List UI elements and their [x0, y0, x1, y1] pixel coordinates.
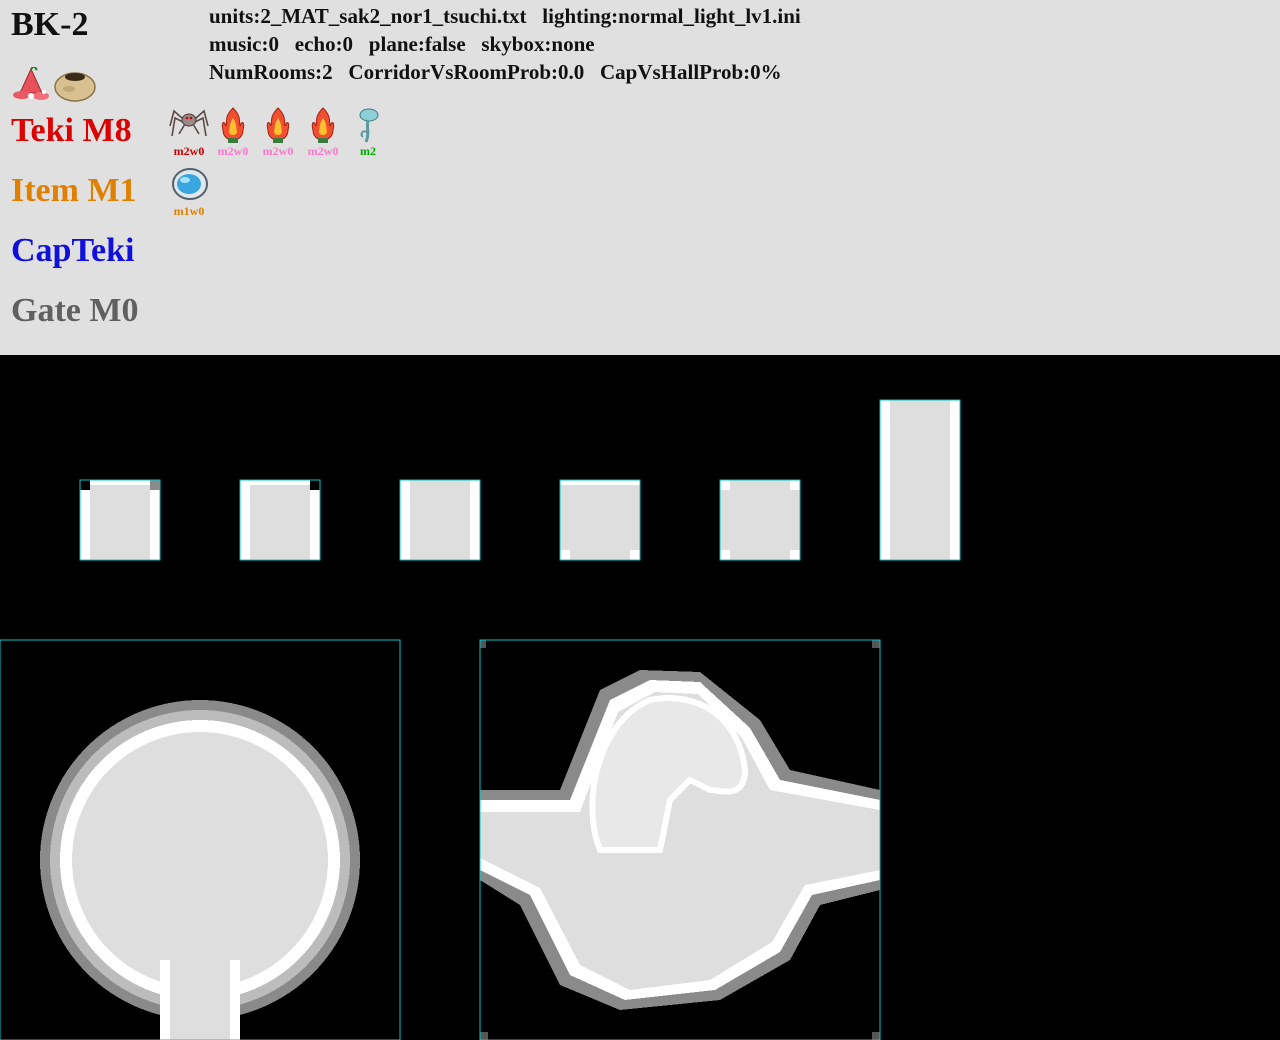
sublevel-title: BK-2 [11, 6, 89, 43]
hall-unit-3 [719, 479, 801, 561]
cave-map-canvas [0, 355, 1280, 1040]
fire-plant-enemy-icon [311, 107, 335, 143]
blue-crystal-egg-icon [172, 168, 208, 200]
category-teki: Teki M8 [11, 112, 132, 149]
teki-entry: m2w0 [258, 106, 298, 157]
cap-unit-1 [79, 479, 161, 561]
room-unit-round [0, 639, 401, 1040]
teki-entry: m2w0 [169, 106, 209, 157]
cap-unit-2 [239, 479, 321, 561]
category-gate: Gate M0 [11, 292, 139, 329]
category-item: Item M1 [11, 172, 137, 209]
spider-enemy-icon [169, 109, 209, 137]
teki-label: m2w0 [173, 144, 205, 158]
teki-entry: m2w0 [303, 106, 343, 157]
fire-plant-enemy-icon [221, 107, 245, 143]
pyramid-flower-treasure-icon [13, 67, 49, 100]
item-entry: m1w0 [169, 166, 209, 217]
teki-label: m2w0 [262, 144, 294, 158]
info-line-music: music:0 echo:0 plane:false skybox:none [209, 32, 595, 56]
hall-unit-1 [399, 479, 481, 561]
teki-entry: m2 [348, 106, 388, 157]
category-capteki: CapTeki [11, 232, 135, 269]
hall-unit-2 [559, 479, 641, 561]
teki-label: m2w0 [307, 144, 339, 158]
mushroom-plant-icon [359, 108, 379, 143]
clay-pot-treasure-icon [54, 72, 96, 102]
teki-label: m2w0 [217, 144, 249, 158]
teki-entry: m2w0 [213, 106, 253, 157]
header-panel: BK-2 units:2_MAT_sak2_nor1_tsuchi.txt li… [0, 0, 1280, 355]
item-label: m1w0 [173, 204, 205, 218]
fire-plant-enemy-icon [266, 107, 290, 143]
room-unit-blob [479, 639, 881, 1040]
info-line-rooms: NumRooms:2 CorridorVsRoomProb:0.0 CapVsH… [209, 60, 782, 84]
hall-unit-long [879, 399, 961, 561]
teki-label: m2 [360, 144, 376, 158]
info-line-units: units:2_MAT_sak2_nor1_tsuchi.txt lightin… [209, 4, 801, 28]
